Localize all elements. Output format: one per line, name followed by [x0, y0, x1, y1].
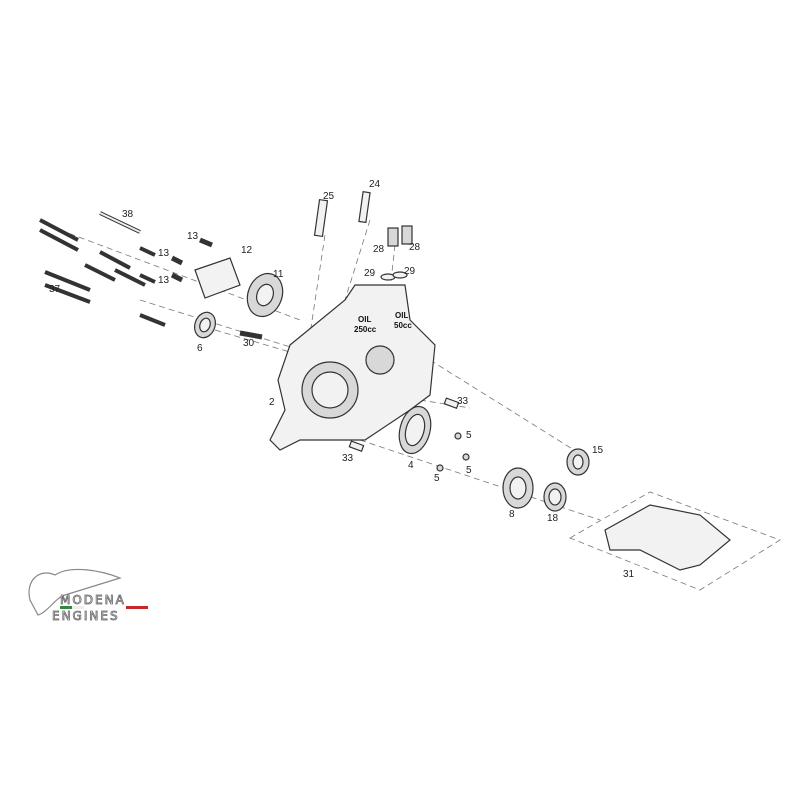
washer-29b [392, 271, 408, 279]
label-15: 15 [592, 445, 604, 456]
label-30: 30 [243, 338, 255, 349]
label-29: 29 [364, 268, 376, 279]
label-29: 29 [404, 266, 416, 277]
label-5: 5 [466, 465, 472, 476]
screw-5a [454, 432, 462, 440]
logo-line1: MODENA [60, 593, 126, 607]
label-37: 37 [49, 284, 61, 295]
label-2: 2 [269, 397, 275, 408]
label-13: 13 [158, 248, 170, 259]
label-18: 18 [547, 513, 559, 524]
oil-stamp-2-line1: OIL [395, 311, 408, 320]
pin-33a [443, 397, 460, 409]
logo-line2: ENGINES [52, 609, 120, 623]
screw-5c [436, 464, 444, 472]
label-5: 5 [434, 473, 440, 484]
label-5: 5 [466, 430, 472, 441]
stud-25 [313, 198, 329, 238]
oil-stamp-2-line2: 50cc [394, 321, 412, 330]
stud-24 [358, 191, 371, 224]
oil-stamp-1-line2: 250cc [354, 325, 377, 334]
fitting-28a [387, 227, 399, 247]
label-13: 13 [158, 275, 170, 286]
screw-5b [462, 453, 470, 461]
label-13: 13 [187, 231, 199, 242]
label-4: 4 [408, 460, 414, 471]
label-8: 8 [509, 509, 515, 520]
cover-31 [604, 504, 731, 571]
label-31: 31 [623, 569, 635, 580]
label-28: 28 [409, 242, 421, 253]
label-28: 28 [373, 244, 385, 255]
label-6: 6 [197, 343, 203, 354]
modena-engines-logo: MODENA ENGINES [28, 568, 148, 623]
label-12: 12 [241, 245, 253, 256]
label-33: 33 [457, 396, 469, 407]
bolts [39, 211, 263, 340]
label-11: 11 [273, 269, 284, 280]
gasket-12 [194, 257, 241, 299]
fitting-28b [401, 225, 413, 245]
oil-stamp-1-line1: OIL [358, 315, 371, 324]
label-33: 33 [342, 453, 354, 464]
label-24: 24 [369, 179, 381, 190]
label-38: 38 [122, 209, 134, 220]
pin-33b [348, 440, 365, 452]
label-25: 25 [323, 191, 335, 202]
callout-labels: 38 13 12 13 11 13 37 6 30 25 24 28 28 29… [49, 179, 635, 580]
